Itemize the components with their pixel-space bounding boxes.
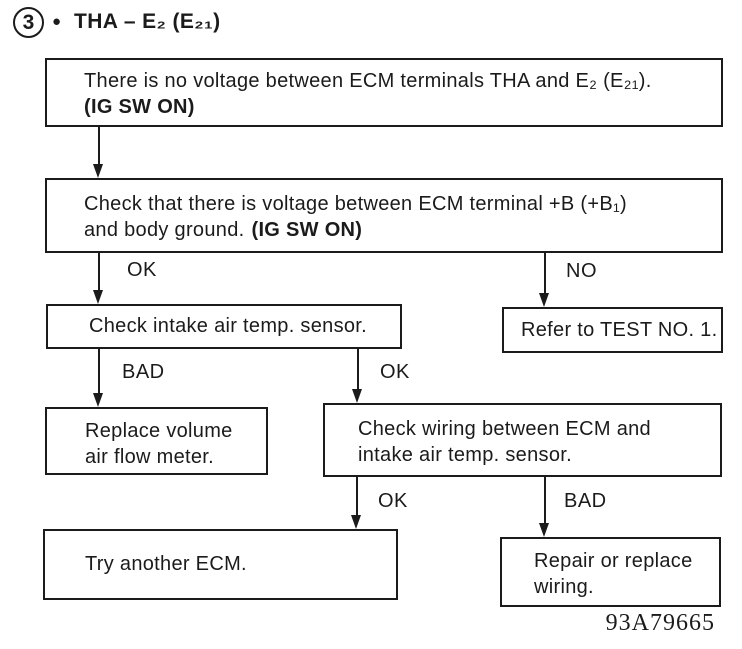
box-line: Repair or replace — [534, 550, 693, 572]
box-line: Check that there is voltage between ECM … — [84, 193, 627, 215]
flow-connector — [544, 477, 546, 526]
arrow-down-icon — [93, 164, 103, 178]
flow-box-repair-wiring: Repair or replace wiring. — [500, 537, 721, 607]
flow-connector — [98, 253, 100, 293]
box-condition: (IG SW ON) — [251, 219, 363, 241]
arrow-down-icon — [351, 515, 361, 529]
branch-label-bad: BAD — [122, 361, 165, 383]
arrow-down-icon — [93, 393, 103, 407]
bullet-icon: ● — [52, 13, 62, 30]
arrow-down-icon — [539, 293, 549, 307]
box-line: Check intake air temp. sensor. — [89, 315, 368, 337]
flow-connector — [356, 477, 358, 518]
step-number: 3 — [22, 11, 35, 34]
flow-box-check-wiring: Check wiring between ECM and intake air … — [323, 403, 722, 477]
flow-connector — [544, 253, 546, 296]
box-condition: (IG SW ON) — [84, 96, 195, 118]
flow-box-try-ecm: Try another ECM. — [43, 529, 398, 600]
branch-label-ok: OK — [127, 259, 157, 281]
box-line: wiring. — [534, 576, 594, 598]
flow-connector — [98, 127, 100, 167]
branch-label-no: NO — [566, 260, 597, 282]
box-line: air flow meter. — [85, 446, 214, 468]
branch-label-ok: OK — [380, 361, 410, 383]
flow-box-check-sensor: Check intake air temp. sensor. — [46, 304, 402, 349]
flow-box-replace-meter: Replace volume air flow meter. — [45, 407, 268, 475]
flow-box-check-b-voltage: Check that there is voltage between ECM … — [45, 178, 723, 253]
flow-connector — [98, 349, 100, 396]
box-line: intake air temp. sensor. — [358, 444, 572, 466]
arrow-down-icon — [539, 523, 549, 537]
box-line: Replace volume — [85, 420, 233, 442]
figure-code: 93A79665 — [605, 610, 715, 636]
arrow-down-icon — [93, 290, 103, 304]
arrow-down-icon — [352, 389, 362, 403]
flow-box-refer-test: Refer to TEST NO. 1. — [502, 307, 723, 353]
box-line: There is no voltage between ECM terminal… — [84, 70, 652, 92]
step-number-circle: 3 — [13, 7, 44, 38]
box-line: Check wiring between ECM and — [358, 418, 651, 440]
flow-connector — [357, 349, 359, 392]
box-line: and body ground. (IG SW ON) — [84, 217, 711, 243]
branch-label-ok: OK — [378, 490, 408, 512]
box-line-part: and body ground. — [84, 219, 245, 241]
branch-label-bad: BAD — [564, 490, 607, 512]
flow-box-no-voltage: There is no voltage between ECM terminal… — [45, 58, 723, 127]
box-line: Try another ECM. — [85, 553, 247, 575]
page-title: THA – E₂ (E₂₁) — [74, 10, 221, 33]
box-line: Refer to TEST NO. 1. — [521, 319, 718, 341]
